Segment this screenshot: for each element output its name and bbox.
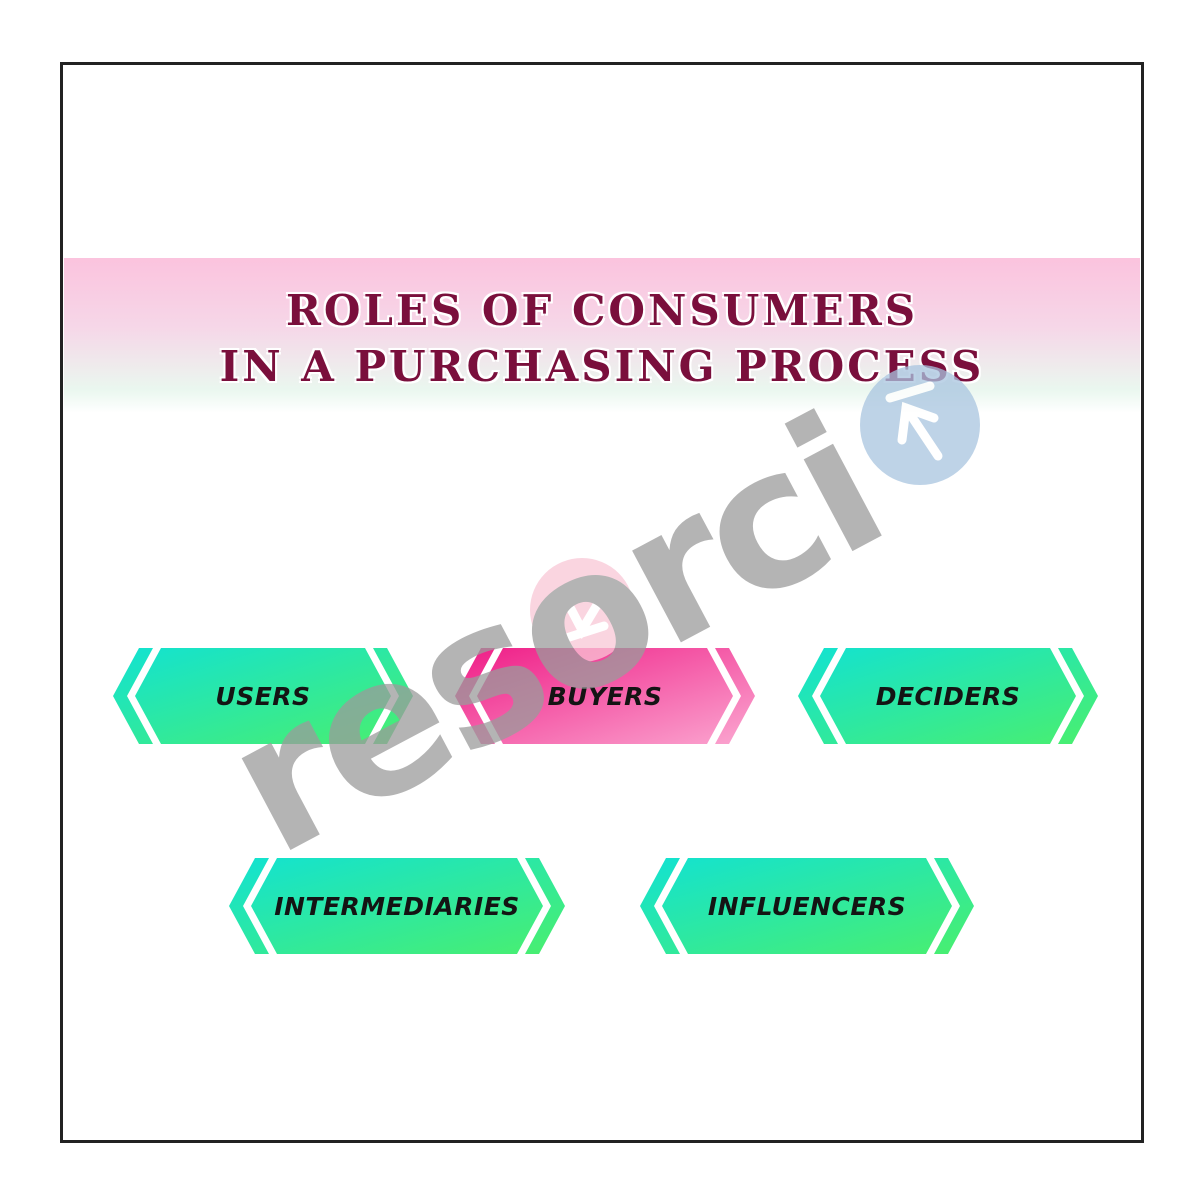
role-badge-deciders: DECIDERS <box>798 648 1098 744</box>
title-line-2: IN A PURCHASING PROCESS <box>219 342 985 391</box>
role-label: INTERMEDIARIES <box>274 891 520 921</box>
role-badge-buyers: BUYERS <box>455 648 755 744</box>
diagram-frame <box>60 62 1144 1143</box>
role-badge-intermediaries: INTERMEDIARIES <box>229 858 565 954</box>
badge-shape <box>229 858 565 954</box>
role-label: INFLUENCERS <box>707 891 907 921</box>
badge-shape <box>113 648 413 744</box>
badge-shape <box>798 648 1098 744</box>
role-badge-users: USERS <box>113 648 413 744</box>
role-label: USERS <box>215 681 311 711</box>
badge-shape <box>455 648 755 744</box>
role-label: DECIDERS <box>875 681 1021 711</box>
role-badge-influencers: INFLUENCERS <box>640 858 974 954</box>
role-label: BUYERS <box>547 681 663 711</box>
diagram-title: ROLES OF CONSUMERS IN A PURCHASING PROCE… <box>64 283 1140 395</box>
title-line-1: ROLES OF CONSUMERS <box>285 286 919 335</box>
badge-shape <box>640 858 974 954</box>
